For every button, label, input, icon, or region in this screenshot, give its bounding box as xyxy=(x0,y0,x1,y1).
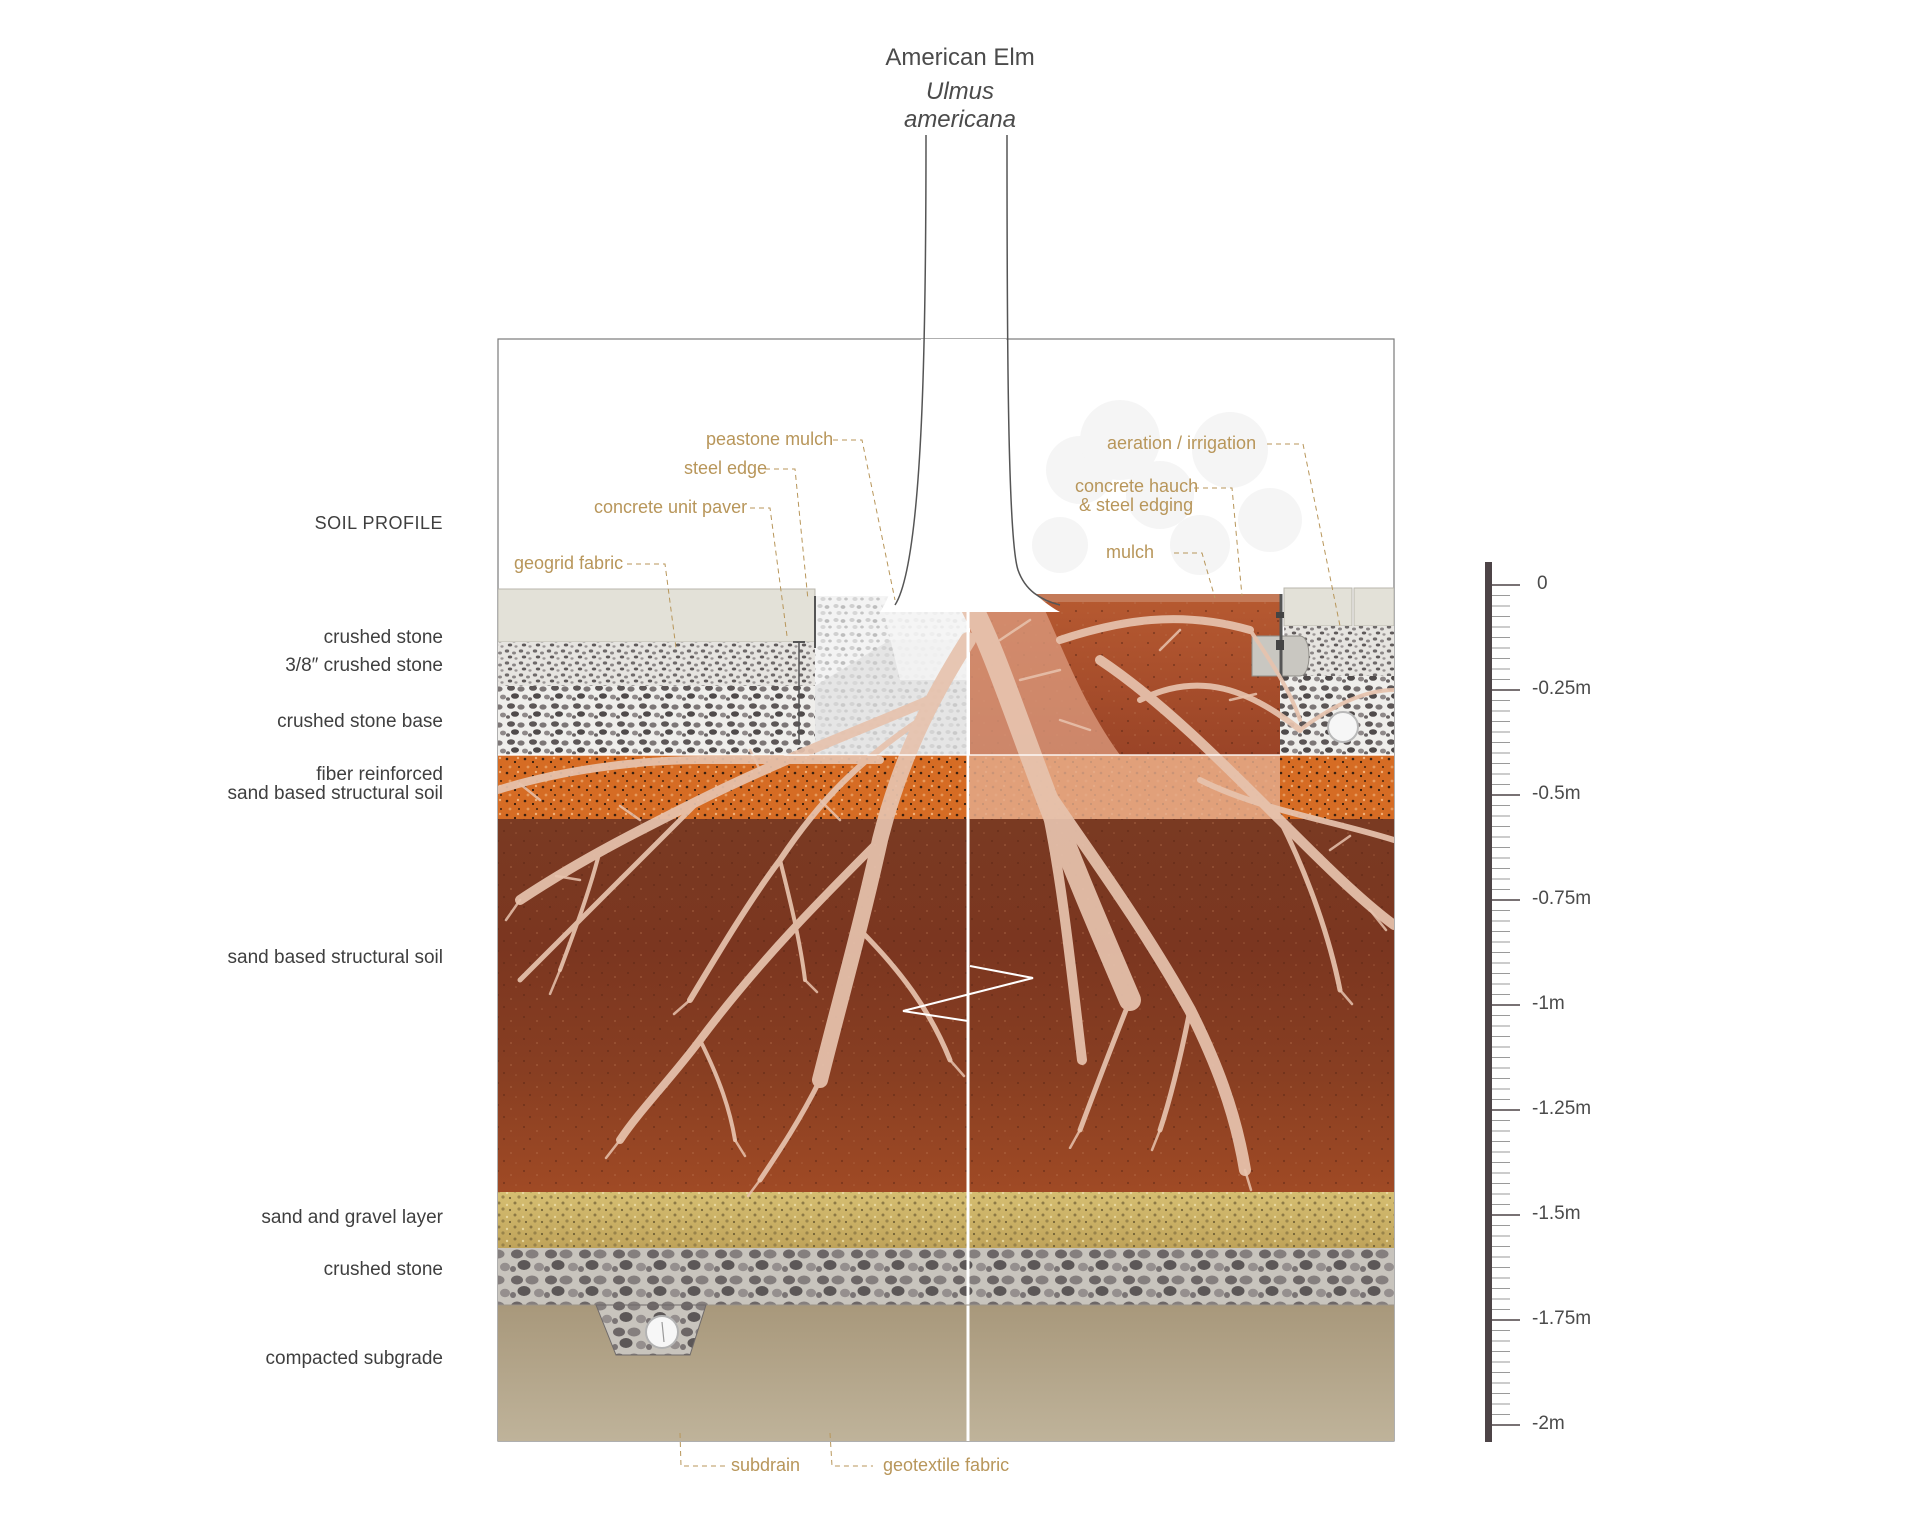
layer-label-crushed-stone-lower: crushed stone xyxy=(323,1259,443,1280)
depth-label-15: -1.5m xyxy=(1532,1203,1581,1224)
callout-geotextile-fabric: geotextile fabric xyxy=(883,1455,1010,1475)
callout-leaders xyxy=(627,439,1341,1467)
soil-profile-heading: SOIL PROFILE xyxy=(314,513,443,533)
callout-steel-edging: & steel edging xyxy=(1079,495,1194,515)
concrete-unit-paver xyxy=(498,588,816,643)
fine-crushed-stone-left xyxy=(498,642,818,686)
tree-trunk xyxy=(880,339,1060,612)
layer-label-crushed-stone: crushed stone xyxy=(323,627,443,648)
layer-label-fiber-structural-soil: sand based structural soil xyxy=(227,783,443,804)
layer-label-fiber-reinforced: fiber reinforced xyxy=(316,764,443,785)
trunk-outline-left xyxy=(894,134,927,606)
depth-label-025: -0.25m xyxy=(1532,678,1592,699)
tree-roots xyxy=(498,589,1394,1183)
layer-label-compacted-subgrade: compacted subgrade xyxy=(265,1348,443,1369)
depth-scale-bar xyxy=(1485,562,1492,1442)
callout-mulch: mulch xyxy=(1106,542,1155,562)
depth-label-125: -1.25m xyxy=(1532,1098,1592,1119)
tree-scientific-name: Ulmus americana xyxy=(903,78,1017,133)
depth-label-2: -2m xyxy=(1532,1413,1565,1434)
callout-steel-edge: steel edge xyxy=(684,458,768,478)
depth-label-1: -1m xyxy=(1532,993,1565,1014)
aeration-pipe xyxy=(1327,711,1359,743)
right-paver-b xyxy=(1353,587,1394,627)
layer-label-fine-crushed-stone: 3/8″ crushed stone xyxy=(285,655,443,676)
depth-label-05: -0.5m xyxy=(1532,783,1581,804)
layer-label-structural-soil: sand based structural soil xyxy=(227,947,443,968)
crushed-stone-base-left xyxy=(498,686,818,755)
callout-peastone-mulch: peastone mulch xyxy=(706,429,834,449)
depth-label-075: -0.75m xyxy=(1532,888,1592,909)
trunk-outline-right xyxy=(1006,134,1061,606)
callout-concrete-hauch: concrete hauch xyxy=(1075,476,1199,496)
callout-geogrid-fabric: geogrid fabric xyxy=(514,553,624,573)
callout-subdrain: subdrain xyxy=(731,1455,801,1475)
break-symbol xyxy=(902,965,1034,1022)
depth-label-175: -1.75m xyxy=(1532,1308,1592,1329)
depth-scale-ticks xyxy=(1492,584,1520,1426)
subdrain-pipe xyxy=(645,1315,679,1349)
right-paver-a xyxy=(1283,587,1353,627)
depth-label-0: 0 xyxy=(1537,573,1548,594)
layer-label-crushed-stone-base: crushed stone base xyxy=(277,711,443,732)
callout-concrete-unit-paver: concrete unit paver xyxy=(594,497,748,517)
layer-label-sand-gravel: sand and gravel layer xyxy=(261,1207,443,1228)
crushed-stone-lower-layer xyxy=(498,1248,1394,1305)
callout-aeration-irrigation: aeration / irrigation xyxy=(1107,433,1257,453)
tree-common-name: American Elm xyxy=(885,44,1035,71)
